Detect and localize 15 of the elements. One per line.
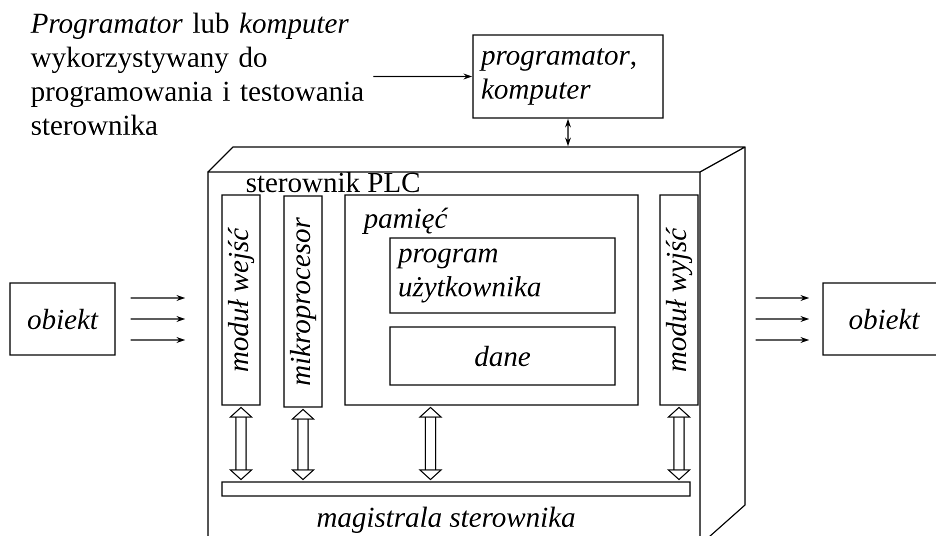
- block-arrow: [666, 406, 692, 480]
- module-box: mikroprocesor: [283, 195, 323, 408]
- block-arrow: [228, 406, 254, 480]
- block-arrow: [290, 408, 316, 480]
- box: program użytkownika: [389, 237, 616, 314]
- bus-bar: magistrala sterownika: [221, 481, 691, 533]
- box: programator, komputer: [472, 34, 664, 119]
- box: dane: [389, 326, 616, 386]
- module-box: moduł wyjść: [659, 194, 699, 406]
- node-label: magistrala sterownika: [317, 506, 574, 533]
- box: obiekt: [822, 282, 936, 356]
- box: obiekt: [9, 282, 116, 356]
- note-text: Programator lub komputer wykorzystywany do programowania i testowania sterownika: [30, 12, 364, 136]
- module-box: moduł wejść: [221, 194, 261, 406]
- block-arrow: [418, 406, 443, 480]
